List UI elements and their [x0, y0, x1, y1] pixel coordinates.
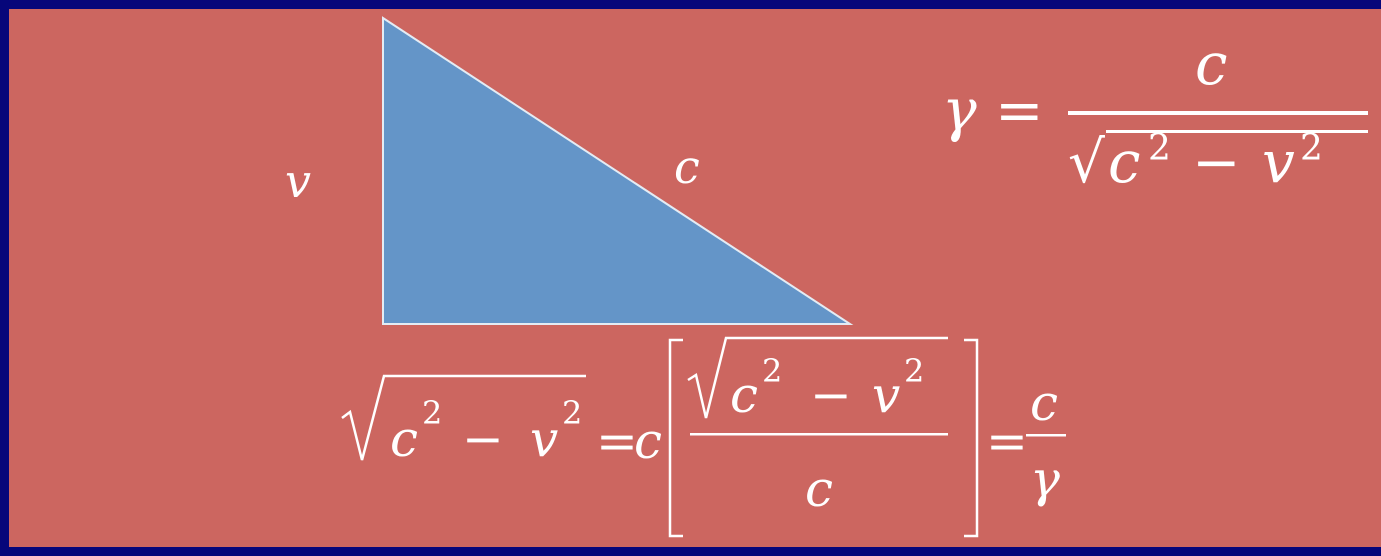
- inner-num-exp1: 2: [762, 352, 782, 390]
- gamma-radical-overline: [1106, 130, 1368, 133]
- inner-num-v: v: [872, 366, 900, 424]
- left-big-paren: [668, 338, 683, 538]
- lhs-radical-sign: [341, 374, 586, 461]
- lhs-v: v: [530, 410, 558, 468]
- gamma-radical-sign: √: [1068, 128, 1105, 196]
- identity-formula: c 2 − v 2 = c c 2 − v 2 c = c γ: [341, 336, 1066, 538]
- gamma-numerator: c: [1195, 30, 1227, 98]
- inner-den-c: c: [805, 460, 833, 518]
- gamma-den-exp1: 2: [1148, 128, 1171, 169]
- right-big-paren: [964, 338, 979, 538]
- gamma-formula: γ = c √ c 2 − v 2: [942, 30, 1368, 196]
- inner-radical-sign: [687, 336, 948, 419]
- lhs-c: c: [390, 410, 418, 468]
- inner-num-exp2: 2: [904, 352, 924, 390]
- gamma-den-c: c: [1108, 128, 1140, 196]
- inner-num-minus: −: [810, 366, 852, 424]
- hypotenuse-label: c: [674, 140, 700, 194]
- gamma-fraction-bar: [1068, 111, 1368, 115]
- gamma-den-v: v: [1262, 128, 1295, 196]
- gamma-den-exp2: 2: [1300, 128, 1323, 169]
- vertical-side-label: v: [285, 154, 311, 208]
- rhs-numerator: c: [1030, 374, 1058, 432]
- factor-c: c: [634, 412, 662, 470]
- identity-equals-2: =: [986, 412, 1028, 470]
- right-triangle: [382, 16, 854, 325]
- identity-equals-1: =: [596, 412, 638, 470]
- inner-fraction-bar: [690, 433, 948, 436]
- gamma-symbol: γ: [942, 76, 977, 144]
- lhs-exp2: 2: [562, 394, 582, 432]
- inner-num-c: c: [730, 366, 758, 424]
- gamma-equals: =: [995, 76, 1044, 144]
- gamma-den-minus: −: [1192, 128, 1241, 196]
- rhs-fraction-bar: [1026, 434, 1066, 437]
- lhs-minus: −: [462, 410, 504, 468]
- lhs-exp1: 2: [422, 394, 442, 432]
- rhs-denominator: γ: [1030, 450, 1060, 508]
